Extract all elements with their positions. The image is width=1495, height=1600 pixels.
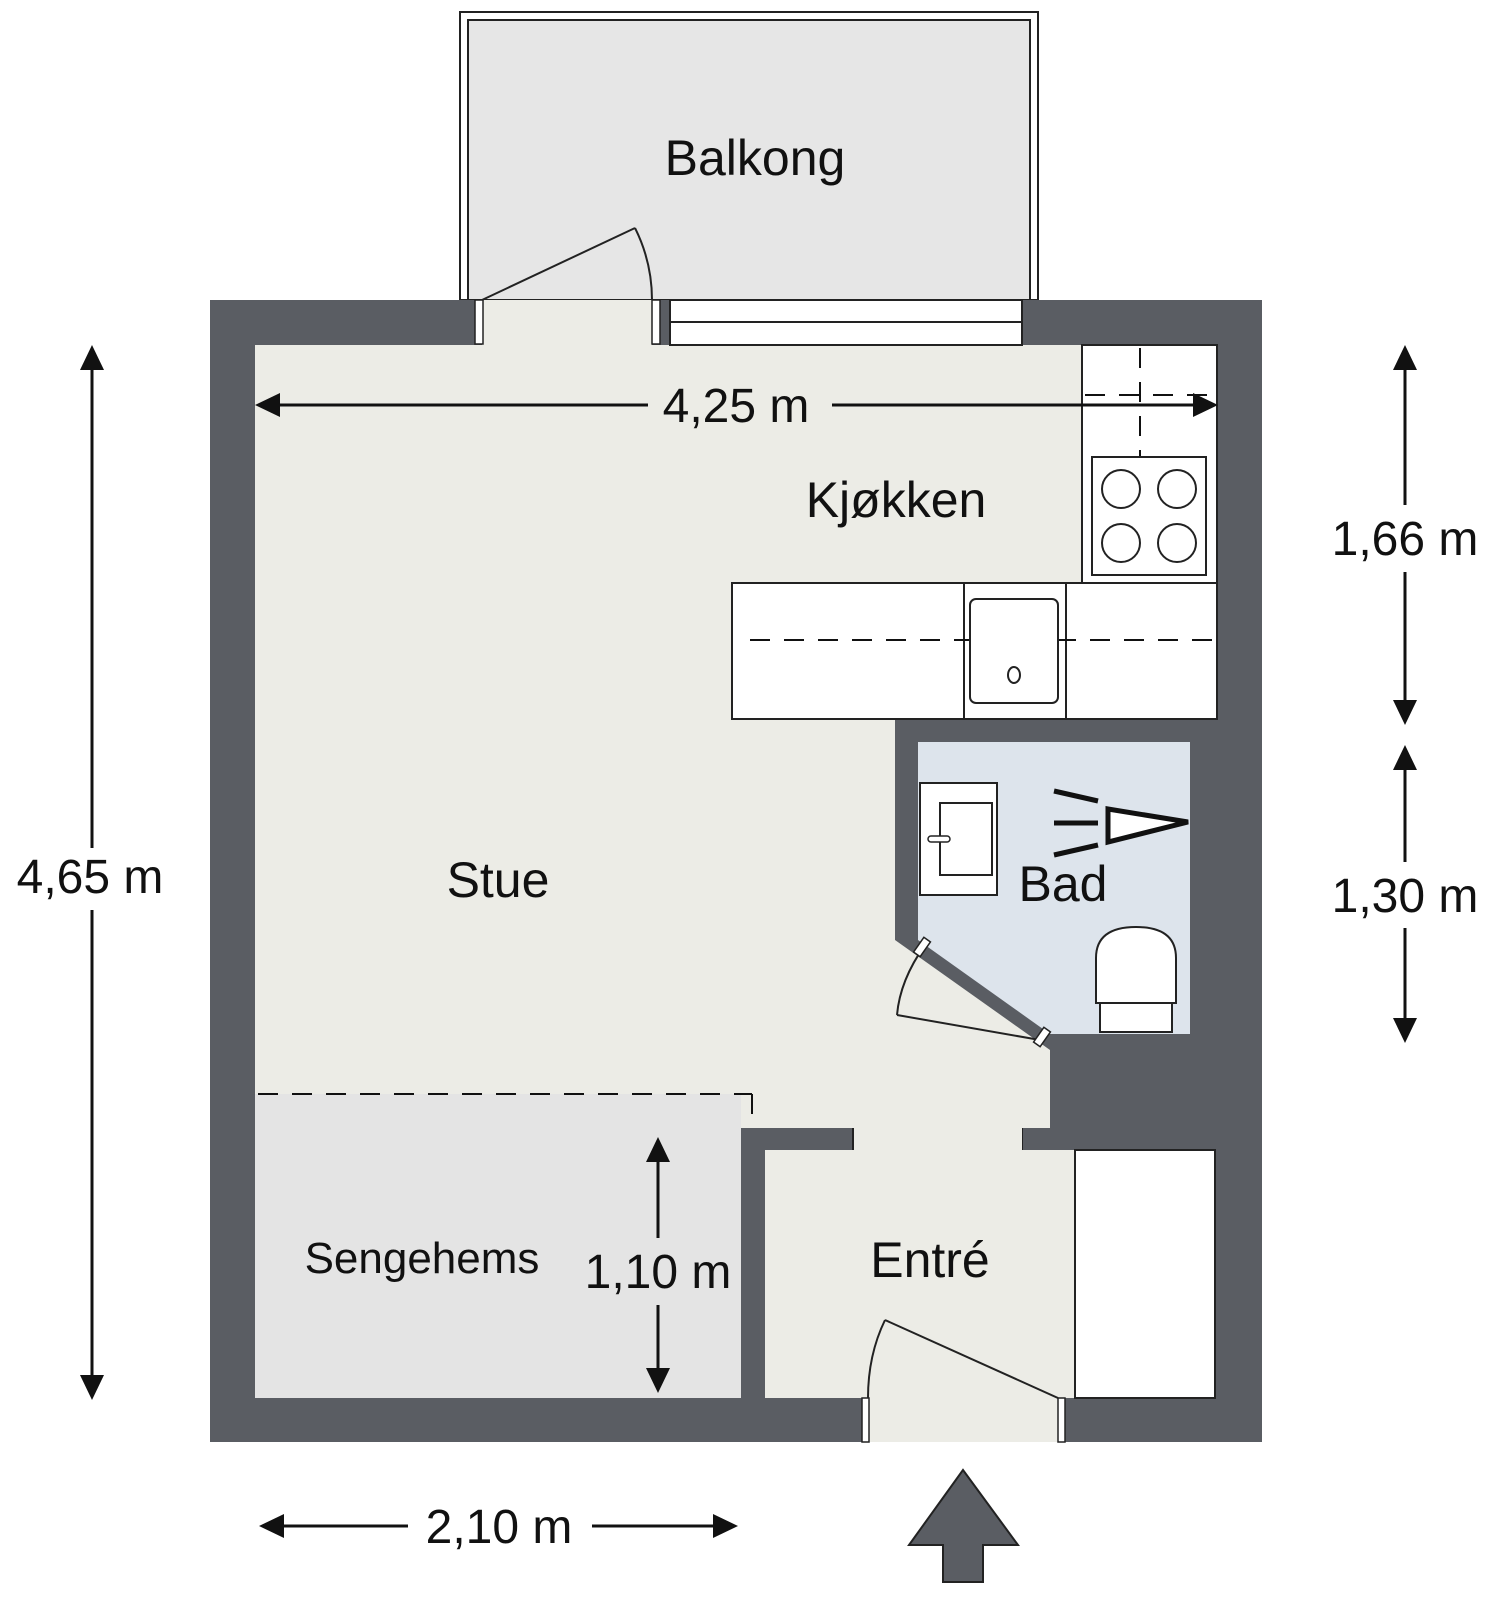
toilet-icon xyxy=(1095,925,1177,1033)
washbasin-icon xyxy=(919,782,998,896)
wardrobe xyxy=(1074,1149,1216,1399)
dimension-lines xyxy=(80,345,1417,1538)
dimension-loft-height: 1,10 m xyxy=(585,1246,732,1299)
balcony-door-opening xyxy=(482,300,652,348)
shower-icon xyxy=(1053,788,1189,858)
entry-door-opening xyxy=(868,1398,1058,1442)
stove-icon xyxy=(1091,456,1207,576)
balcony xyxy=(459,11,1039,301)
entrance-arrow-icon xyxy=(907,1468,1020,1583)
partition-wall xyxy=(741,1128,765,1398)
room-label-loft: Sengehems xyxy=(305,1234,540,1283)
room-label-balcony: Balkong xyxy=(665,130,846,186)
room-label-entry: Entré xyxy=(870,1232,990,1288)
room-label-living: Stue xyxy=(447,852,550,908)
room-label-kitchen: Kjøkken xyxy=(806,472,987,528)
dimension-top-width: 4,25 m xyxy=(663,380,810,433)
dimension-kitchen-height: 1,66 m xyxy=(1332,513,1479,566)
room-label-bath: Bad xyxy=(1019,856,1108,912)
balcony-door xyxy=(474,227,661,345)
entry-door xyxy=(861,1319,1066,1443)
sink-icon xyxy=(969,598,1059,704)
entry-floor xyxy=(765,1150,1075,1398)
dimension-left-height: 4,65 m xyxy=(17,851,164,904)
bathroom-door xyxy=(896,936,1052,1048)
dimension-bath-height: 1,30 m xyxy=(1332,870,1479,923)
dimension-bottom-width: 2,10 m xyxy=(426,1501,573,1554)
